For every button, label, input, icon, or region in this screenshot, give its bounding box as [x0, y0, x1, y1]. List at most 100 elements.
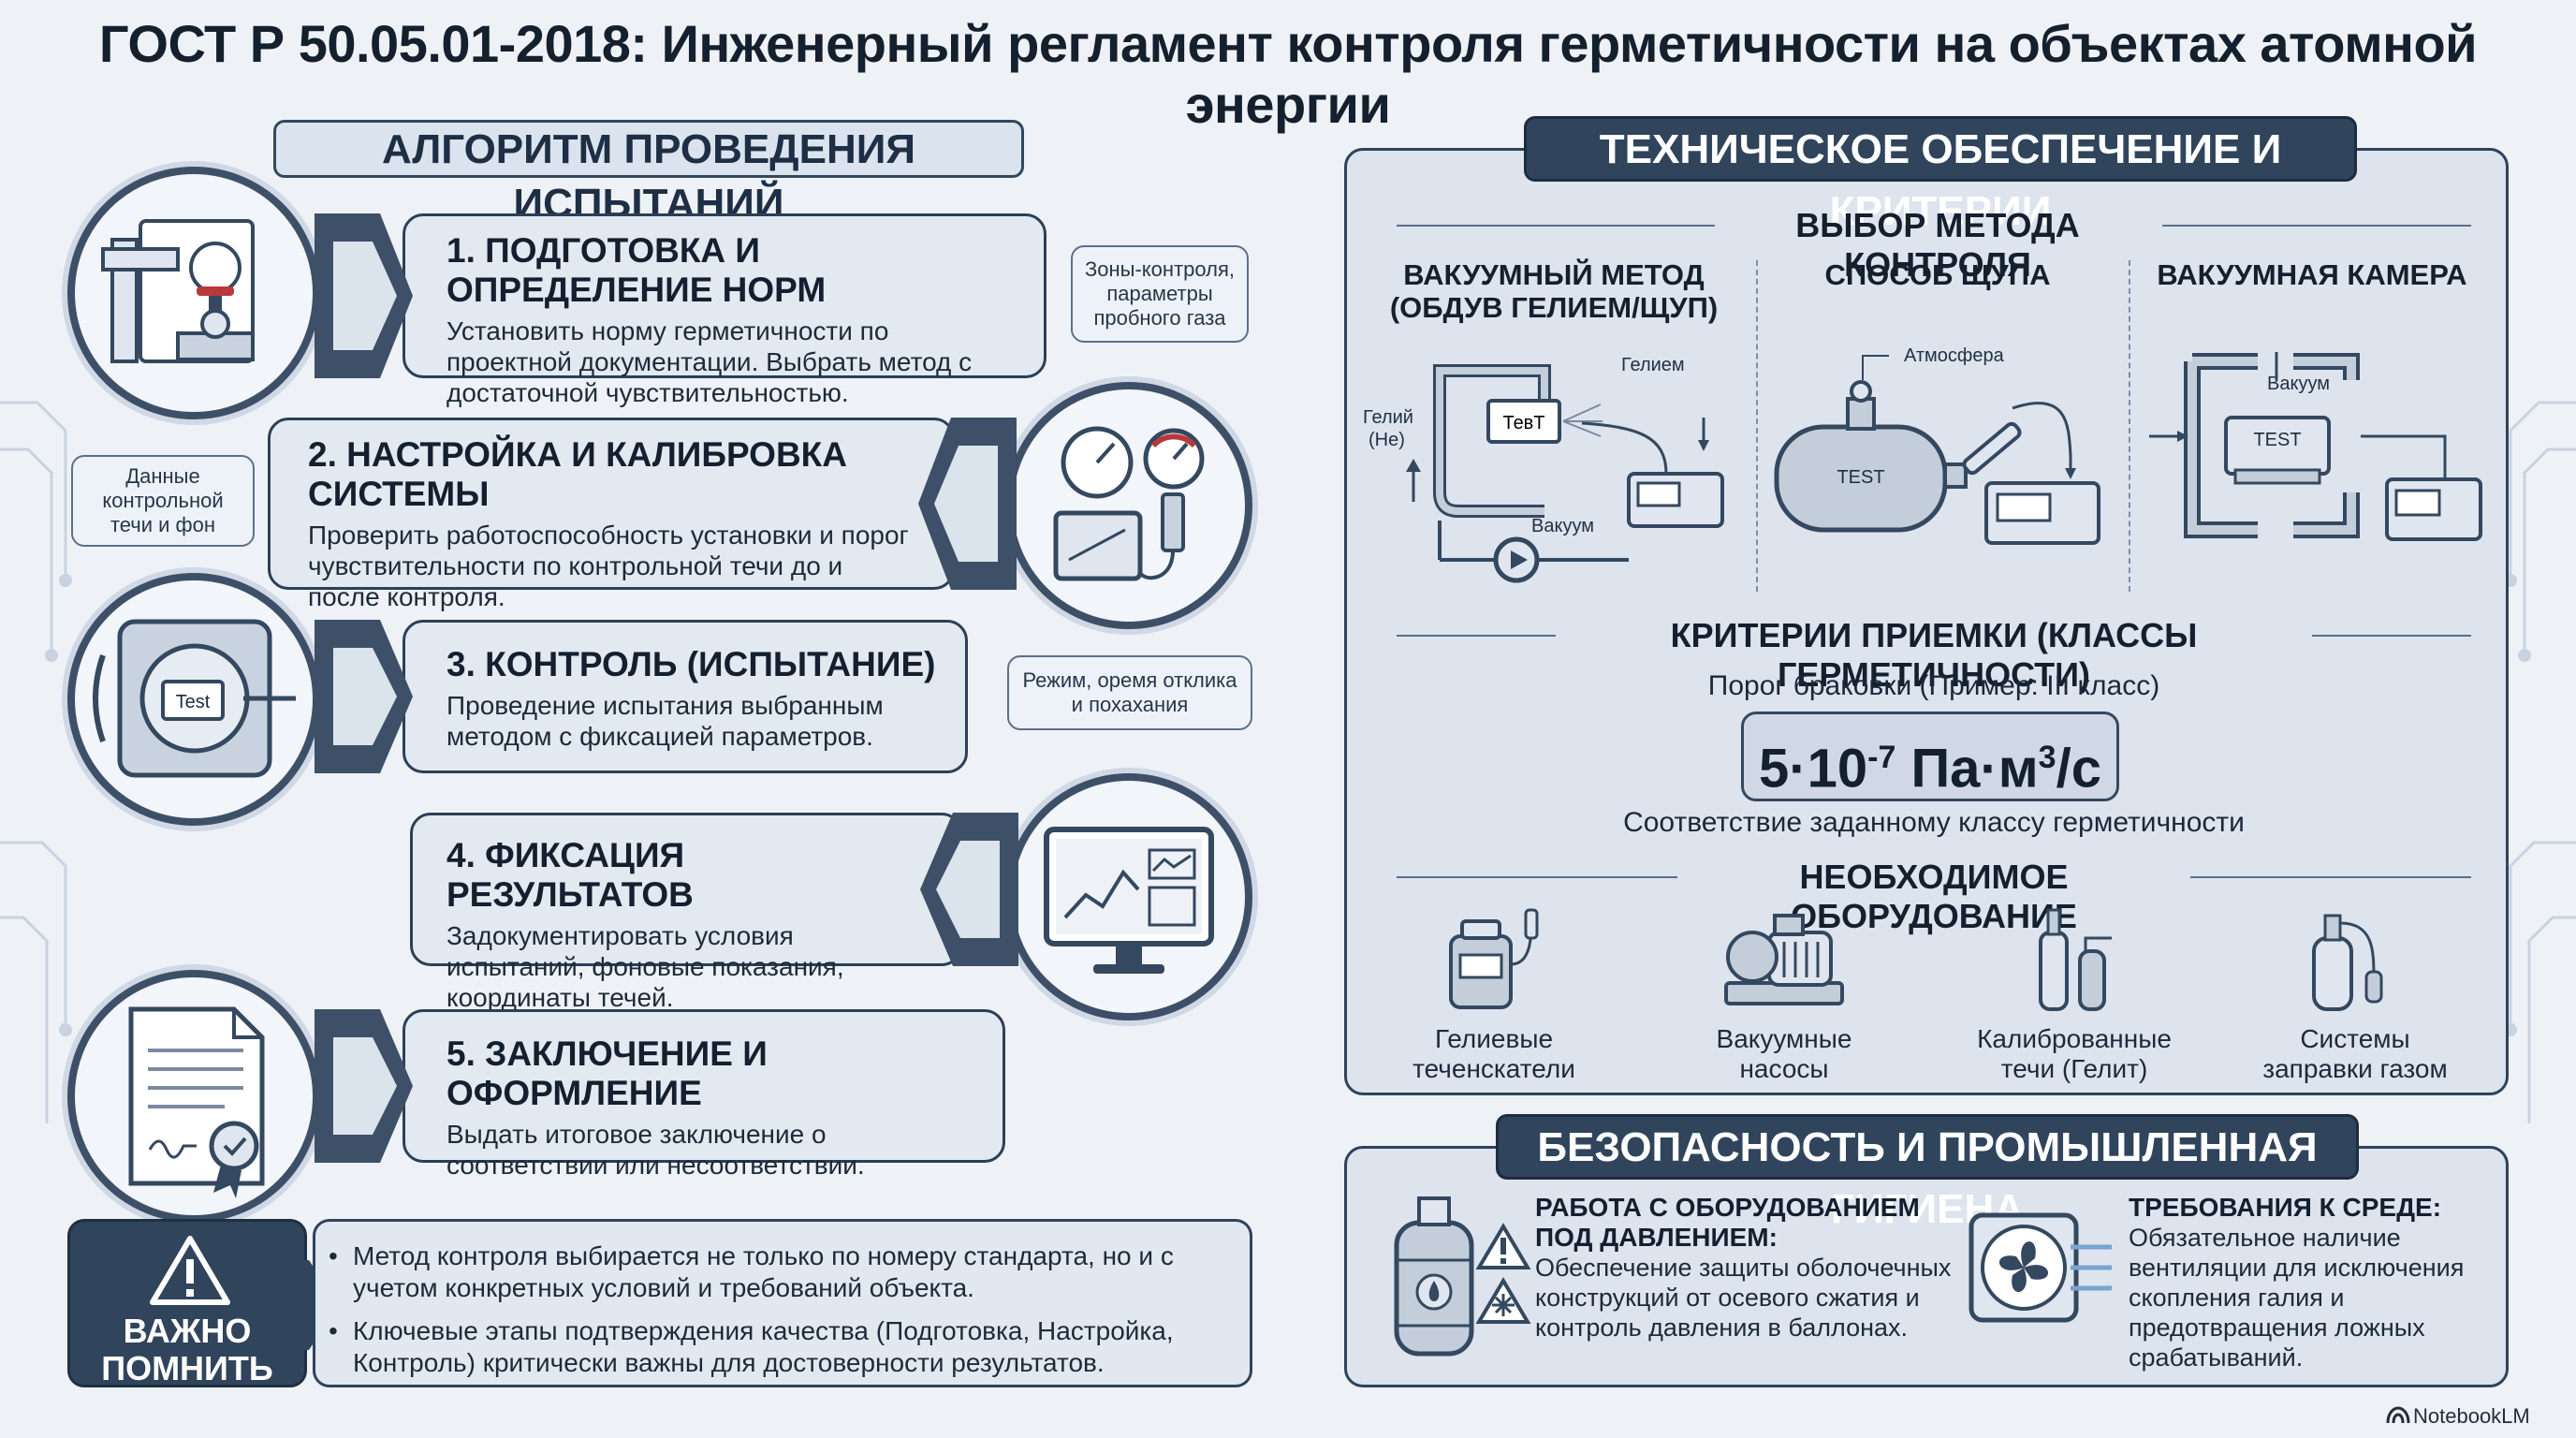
formula-tail: /с — [2056, 738, 2101, 800]
test-chamber-label: Test — [176, 692, 211, 712]
step3-icon-circle: Test — [67, 573, 320, 826]
equip4-label-line1: Системы — [2300, 1024, 2410, 1053]
gas-filling-system-icon — [2312, 914, 2383, 1011]
sm-test-label: TEST — [1837, 467, 1884, 488]
vc-vacuum-label: Вакуум — [2267, 374, 2330, 394]
vm-vacuum-label: Вакуум — [1531, 516, 1594, 536]
equip3-label-line2: течи (Гелит) — [2000, 1054, 2148, 1083]
sm-atmosphere-label: Атмосфера — [1904, 345, 2005, 366]
vm-he-label-1: Гелий — [1363, 407, 1413, 428]
step1-note: Зоны-контроля, параметры пробного газа — [1071, 245, 1249, 343]
vm-he-label-2: (Не) — [1368, 430, 1405, 450]
step3-note: Режим, оремя отклика и похахания — [1007, 655, 1252, 730]
step5-arrow — [315, 1009, 413, 1163]
algorithm-header: АЛГОРИТМ ПРОВЕДЕНИЯ ИСПЫТАНИЙ — [273, 120, 1024, 227]
step1-title: 1. ПОДГОТОВКА И ОПРЕДЕЛЕНИЕ НОРМ — [446, 231, 827, 309]
criteria-formula: 5·10-7 Па·м3/с — [1741, 712, 2119, 801]
equip2-label-line1: Вакуумные — [1716, 1024, 1852, 1053]
method-separator-2 — [2129, 260, 2130, 592]
step1-icon-circle — [67, 167, 320, 419]
safety-col2: ТРЕБОВАНИЯ К СРЕДЕ: Обязательное наличие… — [2129, 1193, 2484, 1372]
vacuum-method-diagram: ТевТ Гелием Гелий (Не) Вакуум — [1363, 355, 1724, 583]
equipment-section-title: НЕОБХОДИМОЕ ОБОРУДОВАНИЕ — [1791, 858, 2077, 935]
vacuum-pump-icon — [1724, 914, 1844, 1005]
step5-icon-circle — [67, 970, 320, 1223]
vc-test-label: TEST — [2253, 430, 2301, 450]
calibrated-leak-icon — [2039, 908, 2112, 1011]
method3-title: ВАКУУМНАЯ КАМЕРА — [2157, 258, 2467, 291]
step2-note: Данные контрольной течи и фон — [71, 455, 255, 547]
criteria-note: Соответствие заданному классу герметично… — [1623, 807, 2245, 838]
step5-text: Выдать итоговое заключение о соответстви… — [446, 1120, 865, 1180]
monitor-chart-icon — [1044, 827, 1214, 974]
formula-unit-exponent: 3 — [2038, 740, 2056, 775]
important-label-1: ВАЖНО — [123, 1312, 252, 1350]
step2-card: 2. НАСТРОЙКА И КАЛИБРОВКА СИСТЕМЫ Провер… — [268, 418, 955, 611]
helium-detector-icon — [1449, 908, 1539, 1009]
important-arrow — [281, 1260, 339, 1350]
important-label-2: ПОМНИТЬ — [101, 1349, 273, 1387]
method2-title: СПОСОБ ЩУПА — [1824, 258, 2051, 291]
equip1-label-line2: теченскатели — [1412, 1054, 1575, 1083]
step3-title: 3. КОНТРОЛЬ (ИСПЫТАНИЕ) — [446, 645, 936, 683]
safety-col2-heading: ТРЕБОВАНИЯ К СРЕДЕ: — [2129, 1193, 2442, 1222]
method-divider-right — [2162, 225, 2471, 227]
step4-title: 4. ФИКСАЦИЯ РЕЗУЛЬТАТОВ — [446, 836, 694, 914]
equip3-label-line1: Калиброванные — [1977, 1024, 2172, 1053]
equip4-label-line2: заправки газом — [2262, 1054, 2448, 1083]
safety-col1-heading-2: ПОД ДАВЛЕНИЕМ: — [1535, 1223, 1778, 1252]
step3-arrow — [315, 620, 413, 773]
notebooklm-logo-icon — [2386, 1406, 2410, 1424]
step2-title: 2. НАСТРОЙКА И КАЛИБРОВКА СИСТЕМЫ — [308, 435, 847, 513]
tech-panel — [1344, 148, 2509, 1095]
step2-text: Проверить работоспособность установки и … — [308, 521, 909, 611]
tech-header: ТЕХНИЧЕСКОЕ ОБЕСПЕЧЕНИЕ И КРИТЕРИИ — [1524, 116, 2357, 234]
gas-cylinder-icon — [1394, 1196, 1531, 1357]
important-item-1: Метод контроля выбирается не только по н… — [329, 1240, 1231, 1304]
step4-arrow — [920, 813, 1018, 966]
criteria-caption: Порог браковки (Пример: III класс) — [1707, 670, 2160, 701]
warning-icon — [150, 1236, 230, 1305]
step4-icon-circle — [1005, 773, 1252, 1020]
safety-header: БЕЗОПАСНОСТЬ И ПРОМЫШЛЕННАЯ ГИГИЕНА — [1496, 1114, 2359, 1232]
safety-col1-text: Обеспечение защиты оболочечных конструкц… — [1535, 1254, 1952, 1342]
method-separator-1 — [1756, 260, 1758, 592]
important-badge: ВАЖНО ПОМНИТЬ — [67, 1219, 307, 1387]
notebooklm-brand: NotebookLM — [2413, 1404, 2530, 1428]
step4-card: 4. ФИКСАЦИЯ РЕЗУЛЬТАТОВ Задокументироват… — [410, 813, 962, 1012]
criteria-divider-right — [2312, 635, 2471, 637]
safety-col1-heading-1: РАБОТА С ОБОРУДОВАНИЕМ — [1535, 1193, 1920, 1222]
step5-card: 5. ЗАКЛЮЧЕНИЕ И ОФОРМЛЕНИЕ Выдать итогов… — [402, 1009, 1005, 1180]
equip-divider-right — [2190, 876, 2471, 878]
formula-unit: Па·м — [1895, 738, 2039, 800]
step3-card: 3. КОНТРОЛЬ (ИСПЫТАНИЕ) Проведение испыт… — [402, 620, 968, 773]
step5-title: 5. ЗАКЛЮЧЕНИЕ И ОФОРМЛЕНИЕ — [446, 1034, 768, 1112]
step1-text: Установить норму герметичности по проект… — [446, 316, 973, 407]
step4-text: Задокументировать условия испытаний, фон… — [446, 921, 844, 1012]
ventilation-fan-icon — [1969, 1212, 2112, 1323]
sniffer-method-diagram: TEST Атмосфера — [1774, 345, 2100, 545]
gauge-icon — [1053, 426, 1205, 581]
criteria-divider-left — [1397, 635, 1556, 637]
method1-title: ВАКУУМНЫЙ МЕТОД(ОБДУВ ГЕЛИЕМ/ЩУП) — [1376, 258, 1732, 324]
step2-arrow — [918, 418, 1017, 590]
equip1-label-line1: Гелиевые — [1434, 1024, 1554, 1053]
step1-card: 1. ПОДГОТОВКА И ОПРЕДЕЛЕНИЕ НОРМ Установ… — [402, 213, 1046, 407]
equip-divider-left — [1397, 876, 1677, 878]
vm-test-label: ТевТ — [1502, 413, 1544, 433]
caliper-valve-icon — [101, 219, 255, 363]
safety-col2-text: Обязательное наличие вентиляции для искл… — [2129, 1224, 2465, 1372]
vm-helium-label: Гелием — [1621, 355, 1685, 375]
certificate-document-icon — [128, 1006, 265, 1198]
step3-text: Проведение испытания выбранным методом с… — [446, 691, 884, 751]
test-chamber-icon: Test — [93, 619, 296, 778]
method1-title-line1: ВАКУУМНЫЙ МЕТОД — [1403, 258, 1705, 291]
important-list: Метод контроля выбирается не только по н… — [313, 1219, 1252, 1387]
formula-mantissa: 5·10 — [1759, 738, 1868, 800]
method1-title-line2: (ОБДУВ ГЕЛИЕМ/ЩУП) — [1389, 291, 1719, 324]
method-section-title: ВЫБОР МЕТОДА КОНТРОЛЯ — [1795, 206, 2080, 284]
